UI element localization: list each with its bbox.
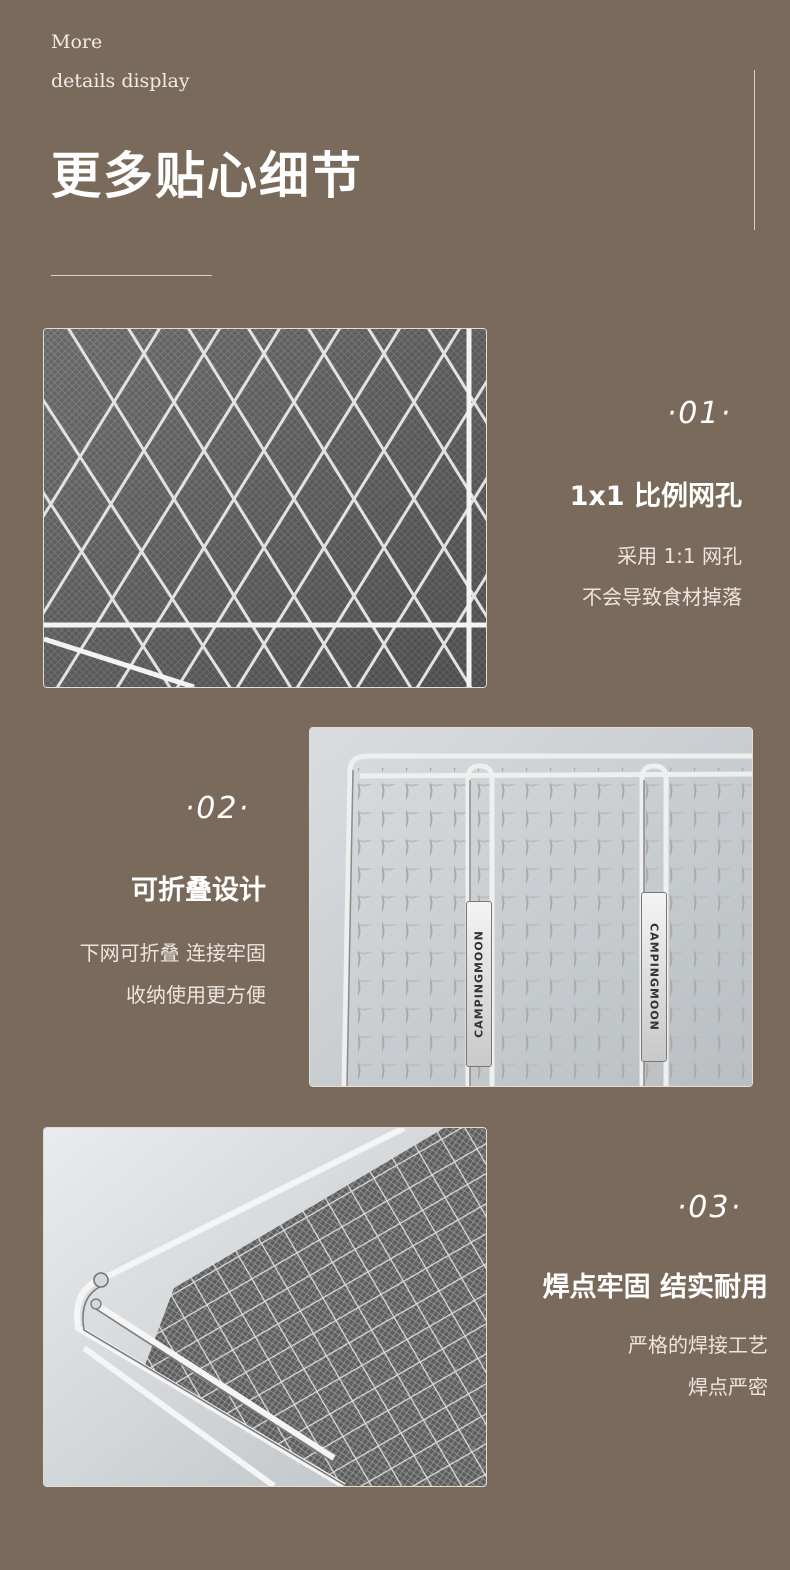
feature-03-desc-line1: 严格的焊接工艺 xyxy=(628,1333,768,1357)
feature-03-number: ·03· xyxy=(676,1190,742,1225)
feature-03-title: 焊点牢固 结实耐用 xyxy=(542,1272,768,1303)
brand-tag-left-text: CAMPINGMOON xyxy=(472,930,486,1038)
feature-02-title: 可折叠设计 xyxy=(131,875,266,906)
feature-01-desc-line1: 采用 1:1 网孔 xyxy=(617,544,742,568)
brand-tag-right: CAMPINGMOON xyxy=(641,892,667,1062)
header-en-line2: details display xyxy=(51,70,190,92)
folding-grill-illustration xyxy=(310,728,752,1086)
brand-tag-left: CAMPINGMOON xyxy=(466,901,492,1067)
header-en-line1: More xyxy=(51,31,103,53)
feature-02-number: ·02· xyxy=(184,791,250,826)
weld-points-illustration xyxy=(44,1128,486,1486)
weld-points-photo xyxy=(43,1127,487,1487)
feature-03-desc-line2: 焊点严密 xyxy=(688,1375,768,1399)
brand-tag-right-text: CAMPINGMOON xyxy=(647,923,661,1031)
mesh-closeup-photo xyxy=(43,328,487,688)
feature-01-desc-line2: 不会导致食材掉落 xyxy=(582,585,742,609)
header-vertical-rule xyxy=(754,70,755,230)
header-divider xyxy=(51,275,212,276)
feature-02-desc-line2: 收纳使用更方便 xyxy=(126,983,266,1007)
feature-01-number: ·01· xyxy=(666,396,732,431)
mesh-closeup-illustration xyxy=(44,329,486,687)
feature-01-title: 1x1 比例网孔 xyxy=(569,481,742,512)
folding-grill-photo: CAMPINGMOON CAMPINGMOON xyxy=(309,727,753,1087)
page-title: 更多贴心细节 xyxy=(51,147,363,205)
feature-02-desc-line1: 下网可折叠 连接牢固 xyxy=(79,941,266,965)
